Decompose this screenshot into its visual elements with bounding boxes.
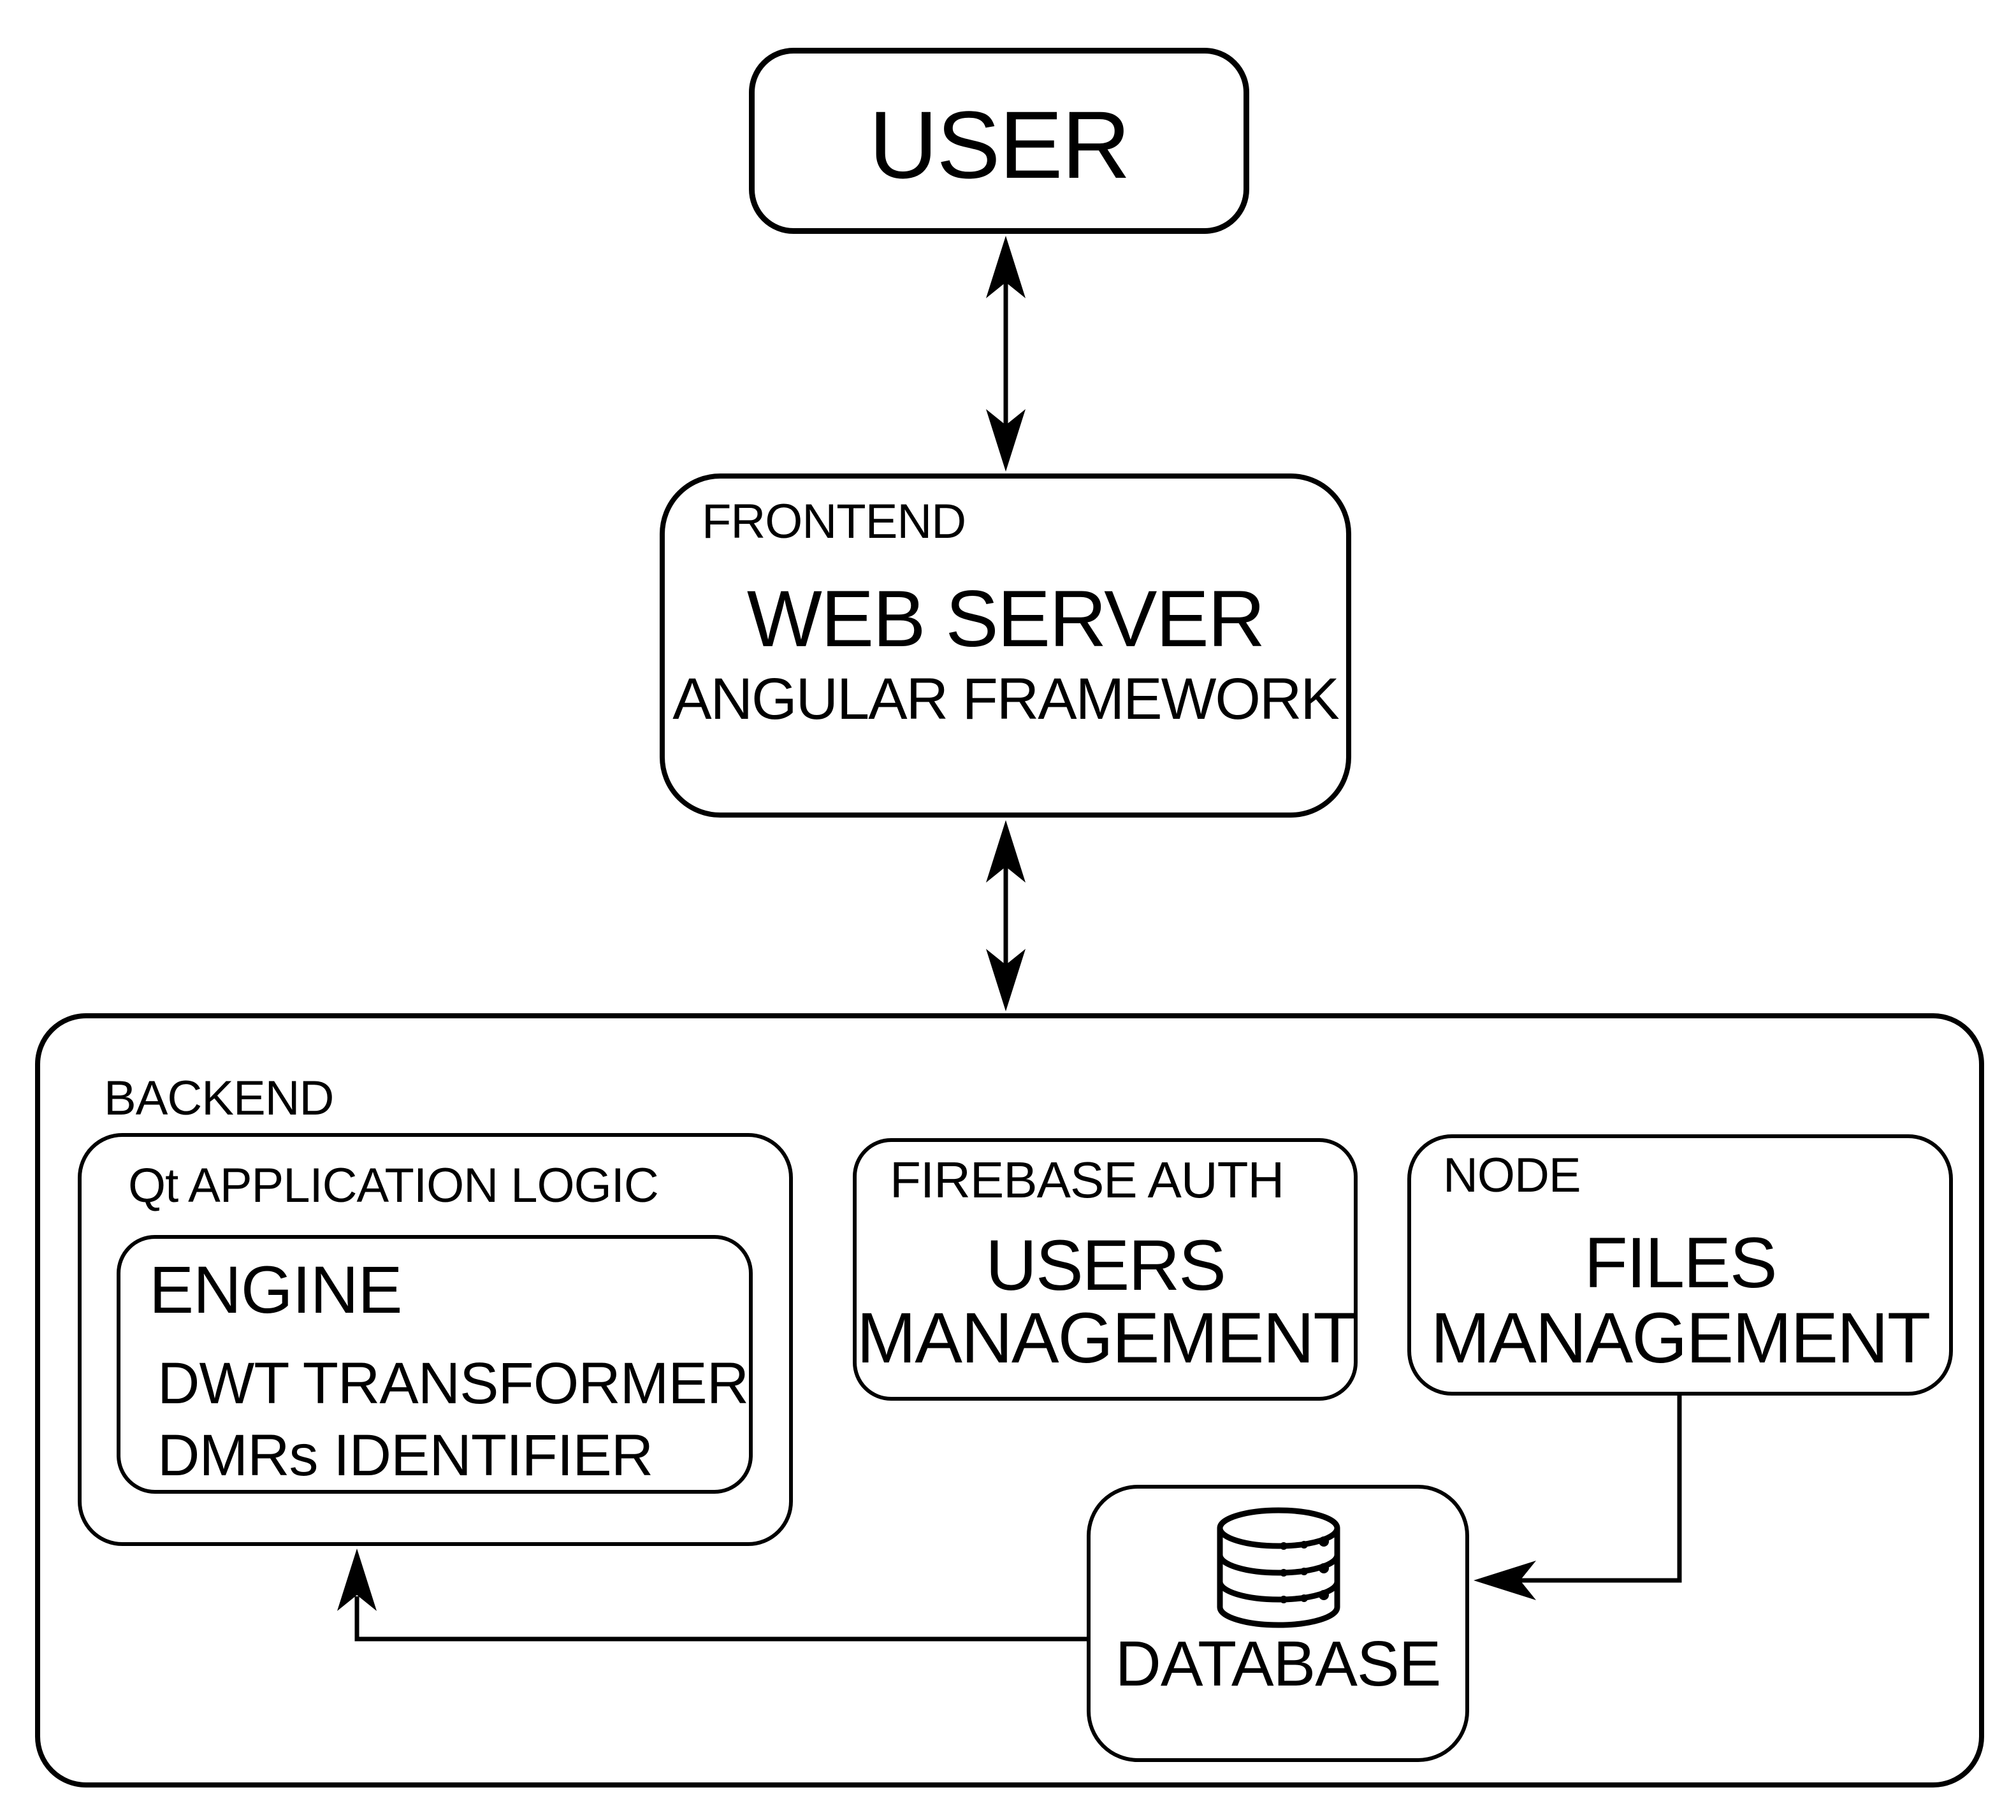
frontend-box: FRONTEND WEB SERVER ANGULAR FRAMEWORK xyxy=(660,473,1351,818)
engine-box-title: ENGINE xyxy=(149,1253,403,1327)
engine-box: ENGINE DWT TRANSFORMER DMRs IDENTIFIER xyxy=(117,1235,753,1494)
frontend-box-label: FRONTEND xyxy=(702,495,966,549)
node-box-label: NODE xyxy=(1443,1148,1581,1202)
arrow-frontend-backend xyxy=(986,820,1026,1011)
database-box: DATABASE xyxy=(1087,1485,1469,1762)
qt-application-logic-label: Qt APPLICATION LOGIC xyxy=(128,1159,659,1213)
frontend-box-title: WEB SERVER xyxy=(746,575,1265,663)
engine-item-dmrs-identifier: DMRs IDENTIFIER xyxy=(157,1423,653,1488)
database-box-title: DATABASE xyxy=(1115,1628,1442,1700)
firebase-users-line: USERS xyxy=(985,1225,1226,1305)
firebase-auth-box: FIREBASE AUTH USERS MANAGEMENT xyxy=(853,1138,1358,1401)
backend-box-label: BACKEND xyxy=(104,1071,334,1125)
firebase-management-line: MANAGEMENT xyxy=(857,1298,1357,1378)
database-cylinder-icon xyxy=(1217,1507,1340,1628)
firebase-auth-label: FIREBASE AUTH xyxy=(890,1152,1284,1208)
user-box-title: USER xyxy=(869,91,1131,198)
node-files-line: FILES xyxy=(1584,1223,1777,1303)
node-box: NODE FILES MANAGEMENT xyxy=(1407,1134,1953,1396)
frontend-box-subtitle: ANGULAR FRAMEWORK xyxy=(672,667,1340,732)
engine-item-dwt-transformer: DWT TRANSFORMER xyxy=(157,1351,749,1416)
arrow-user-frontend xyxy=(986,236,1026,472)
user-box: USER xyxy=(749,48,1249,234)
database-cylinder-dots xyxy=(1280,1536,1329,1603)
node-management-line: MANAGEMENT xyxy=(1430,1298,1931,1378)
database-cylinder-shape xyxy=(1217,1507,1340,1628)
